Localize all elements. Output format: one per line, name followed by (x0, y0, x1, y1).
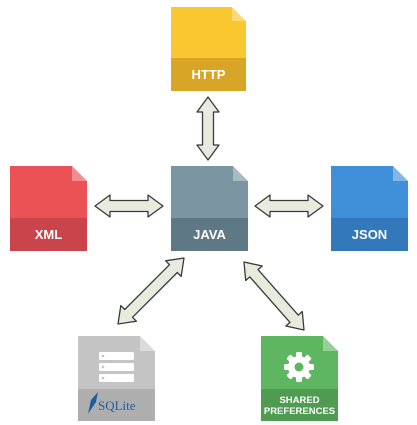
xml-file-band (10, 218, 87, 251)
java-file-band (171, 218, 248, 251)
http-file-node: HTTP (171, 7, 246, 91)
sqlite-file-node: SQLite (78, 336, 155, 421)
java-label: JAVA (193, 227, 226, 242)
shared-preferences-label-line1: SHARED (279, 395, 319, 406)
xml-file-node: XML (10, 166, 87, 251)
java-file-node: JAVA (171, 166, 248, 251)
xml-file-fold (72, 166, 87, 181)
xml-label: XML (35, 227, 63, 242)
arrow-java-xml (94, 194, 164, 218)
sqlite-file-fold (140, 336, 155, 351)
arrow-java-json (254, 194, 324, 218)
http-file-band (171, 58, 246, 91)
json-file-band (331, 218, 408, 251)
arrow-java-sqlite (117, 257, 185, 325)
sqlite-label: SQLite (98, 398, 136, 413)
database-icon (99, 352, 134, 382)
java-file-fold (233, 166, 248, 181)
shared-preferences-file-fold (323, 336, 338, 351)
http-label: HTTP (192, 67, 226, 82)
arrow-java-shared-preferences (243, 261, 305, 331)
sqlite-logo: SQLite (88, 392, 136, 414)
json-label: JSON (352, 227, 387, 242)
shared-preferences-label-line2: PREFERENCES (264, 406, 335, 417)
json-file-fold (393, 166, 408, 181)
json-file-node: JSON (331, 166, 408, 251)
shared-preferences-file-node: SHARED PREFERENCES (261, 336, 338, 421)
shared-preferences-file-band (261, 389, 338, 421)
sqlite-feather-icon (88, 392, 98, 414)
arrow-java-http (196, 96, 220, 161)
gear-icon (284, 352, 314, 382)
http-file-fold (232, 7, 246, 21)
